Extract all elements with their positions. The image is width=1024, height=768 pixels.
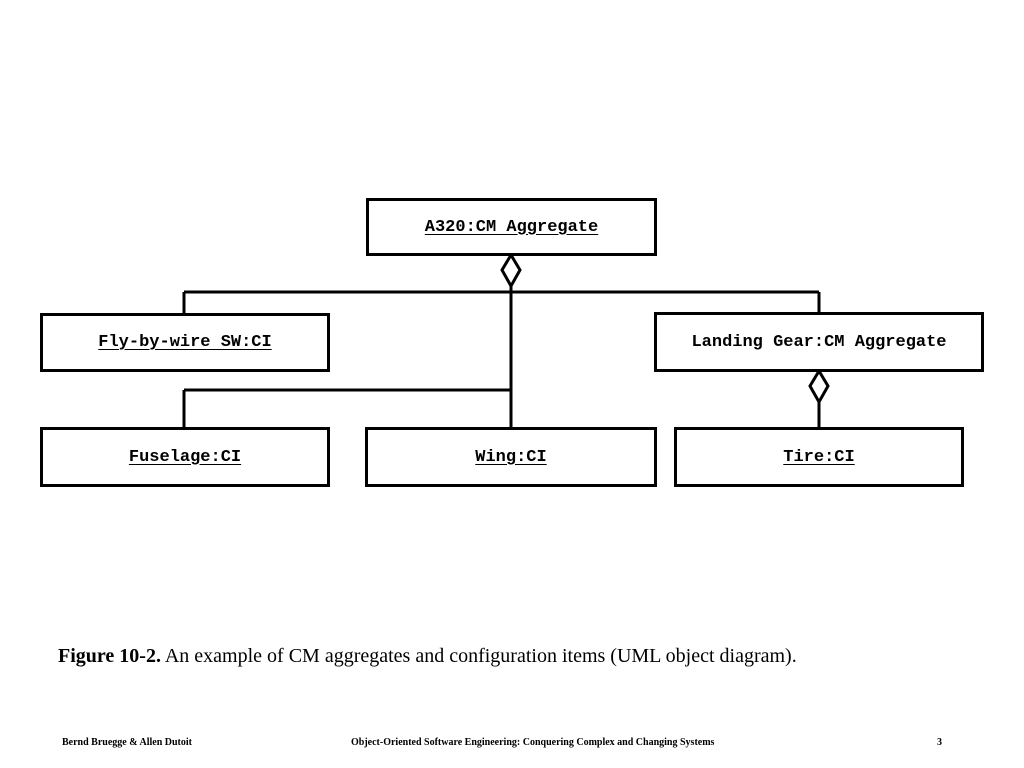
node-label: Tire:CI (783, 447, 855, 467)
node-fly-by-wire-sw-ci: Fly-by-wire SW:CI (40, 313, 330, 372)
node-fuselage-ci: Fuselage:CI (40, 427, 330, 487)
node-label: Fly-by-wire SW:CI (98, 333, 272, 352)
node-label: Wing:CI (475, 447, 547, 467)
footer-authors: Bernd Bruegge & Allen Dutoit (62, 737, 192, 748)
node-tire-ci: Tire:CI (674, 427, 964, 487)
node-label: Landing Gear:CM Aggregate (691, 332, 947, 352)
node-landing-gear-cm-aggregate: Landing Gear:CM Aggregate (654, 312, 984, 372)
figure-caption: Figure 10-2. An example of CM aggregates… (58, 645, 797, 668)
node-a320-cm-aggregate: A320:CM Aggregate (366, 198, 657, 256)
node-wing-ci: Wing:CI (365, 427, 657, 487)
aggregation-diamond-icon (500, 252, 522, 290)
figure-number: Figure 10-2. (58, 645, 161, 667)
aggregation-diamond-icon (808, 368, 830, 406)
footer-page-number: 3 (937, 737, 942, 748)
node-label: Fuselage:CI (128, 447, 242, 467)
footer-book-title: Object-Oriented Software Engineering: Co… (351, 737, 715, 748)
node-label: A320:CM Aggregate (424, 217, 599, 237)
caption-text: An example of CM aggregates and configur… (160, 645, 797, 667)
